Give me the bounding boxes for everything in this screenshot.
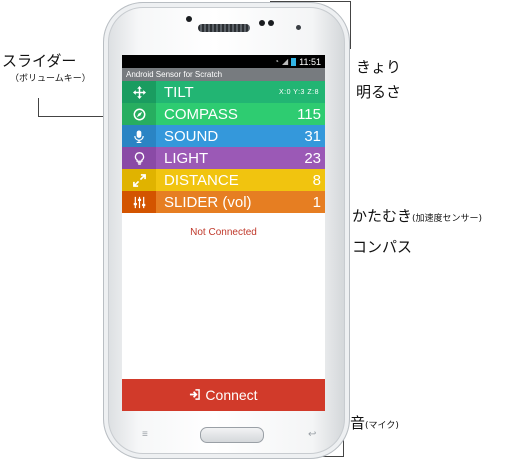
login-icon — [189, 387, 201, 403]
connect-button-label: Connect — [205, 387, 258, 403]
callout-line-slider-h — [38, 116, 106, 117]
sensor-value: 31 — [304, 127, 321, 145]
move-arrows-icon — [122, 81, 156, 103]
callout-slider-title: スライダー — [2, 52, 77, 70]
microphone-icon — [122, 125, 156, 147]
sensor-value: 8 — [312, 171, 321, 189]
callout-light: きょり 明るさ — [356, 56, 401, 102]
status-time: 11:51 — [299, 56, 321, 67]
callout-light-title-1: きょり — [356, 58, 402, 76]
compass-icon — [122, 103, 156, 125]
sensor-value: 23 — [304, 149, 321, 167]
earpiece-speaker — [198, 24, 250, 32]
callout-line-light-v — [350, 1, 351, 49]
front-facing-camera-icon — [296, 25, 301, 30]
back-softkey-icon[interactable]: ↩ — [308, 429, 317, 440]
callout-slider-subtitle: （ボリュームキー） — [10, 74, 91, 84]
sensor-label: DISTANCE — [164, 171, 239, 189]
proximity-sensor-icon — [268, 20, 274, 26]
front-camera-icon — [186, 16, 192, 22]
menu-softkey-icon[interactable]: ≡ — [142, 429, 148, 440]
sensor-label: LIGHT — [164, 149, 209, 167]
sensor-row-compass: COMPASS 115 — [122, 103, 325, 125]
sensor-label: SLIDER (vol) — [164, 193, 252, 211]
sensor-row-sound: SOUND 31 — [122, 125, 325, 147]
sensor-label: COMPASS — [164, 105, 238, 123]
sensor-value: 115 — [297, 105, 321, 123]
callout-sound: 音(マイク) — [350, 412, 399, 433]
connection-status: Not Connected — [190, 227, 257, 238]
callout-slider: スライダー （ボリュームキー） — [2, 50, 91, 84]
sensor-row-distance: DISTANCE 8 — [122, 169, 325, 191]
battery-icon — [291, 57, 297, 66]
callout-light-title-2: 明るさ — [356, 83, 402, 101]
callout-sound-subtitle: (マイク) — [365, 421, 399, 431]
signal-icon: ◢ — [281, 57, 289, 66]
connect-button[interactable]: Connect — [122, 379, 325, 411]
home-button[interactable] — [200, 427, 264, 443]
sensor-value: 1 — [312, 193, 321, 211]
app-title: Android Sensor for Scratch — [122, 68, 325, 81]
callout-line-slider-v — [38, 98, 39, 116]
callout-sound-title: 音 — [350, 414, 366, 432]
callout-tilt-title: かたむき — [352, 207, 413, 225]
callout-tilt-subtitle: (加速度センサー) — [412, 214, 483, 224]
phone-screen: ◔ ◢ 11:51 Android Sensor for Scratch TIL… — [122, 55, 325, 411]
light-sensor-icon — [259, 20, 265, 26]
wifi-icon: ◔ — [274, 57, 279, 66]
sensor-label: TILT — [164, 83, 194, 101]
status-bar: ◔ ◢ 11:51 — [122, 55, 325, 68]
tilt-xyz-values: X:0 Y:3 Z:8 — [278, 88, 319, 96]
callout-line-light-h — [270, 1, 350, 2]
callout-compass-title: コンパス — [352, 238, 413, 256]
sensor-row-slider-vol: SLIDER (vol) 1 — [122, 191, 325, 213]
sensor-label: SOUND — [164, 127, 219, 145]
sensor-row-tilt: TILT X:0 Y:3 Z:8 — [122, 81, 325, 103]
callout-tilt: かたむき(加速度センサー) コンパス — [352, 205, 482, 257]
sensor-row-light: LIGHT 23 — [122, 147, 325, 169]
expand-arrows-icon — [122, 169, 156, 191]
sliders-icon — [122, 191, 156, 213]
lightbulb-icon — [122, 147, 156, 169]
